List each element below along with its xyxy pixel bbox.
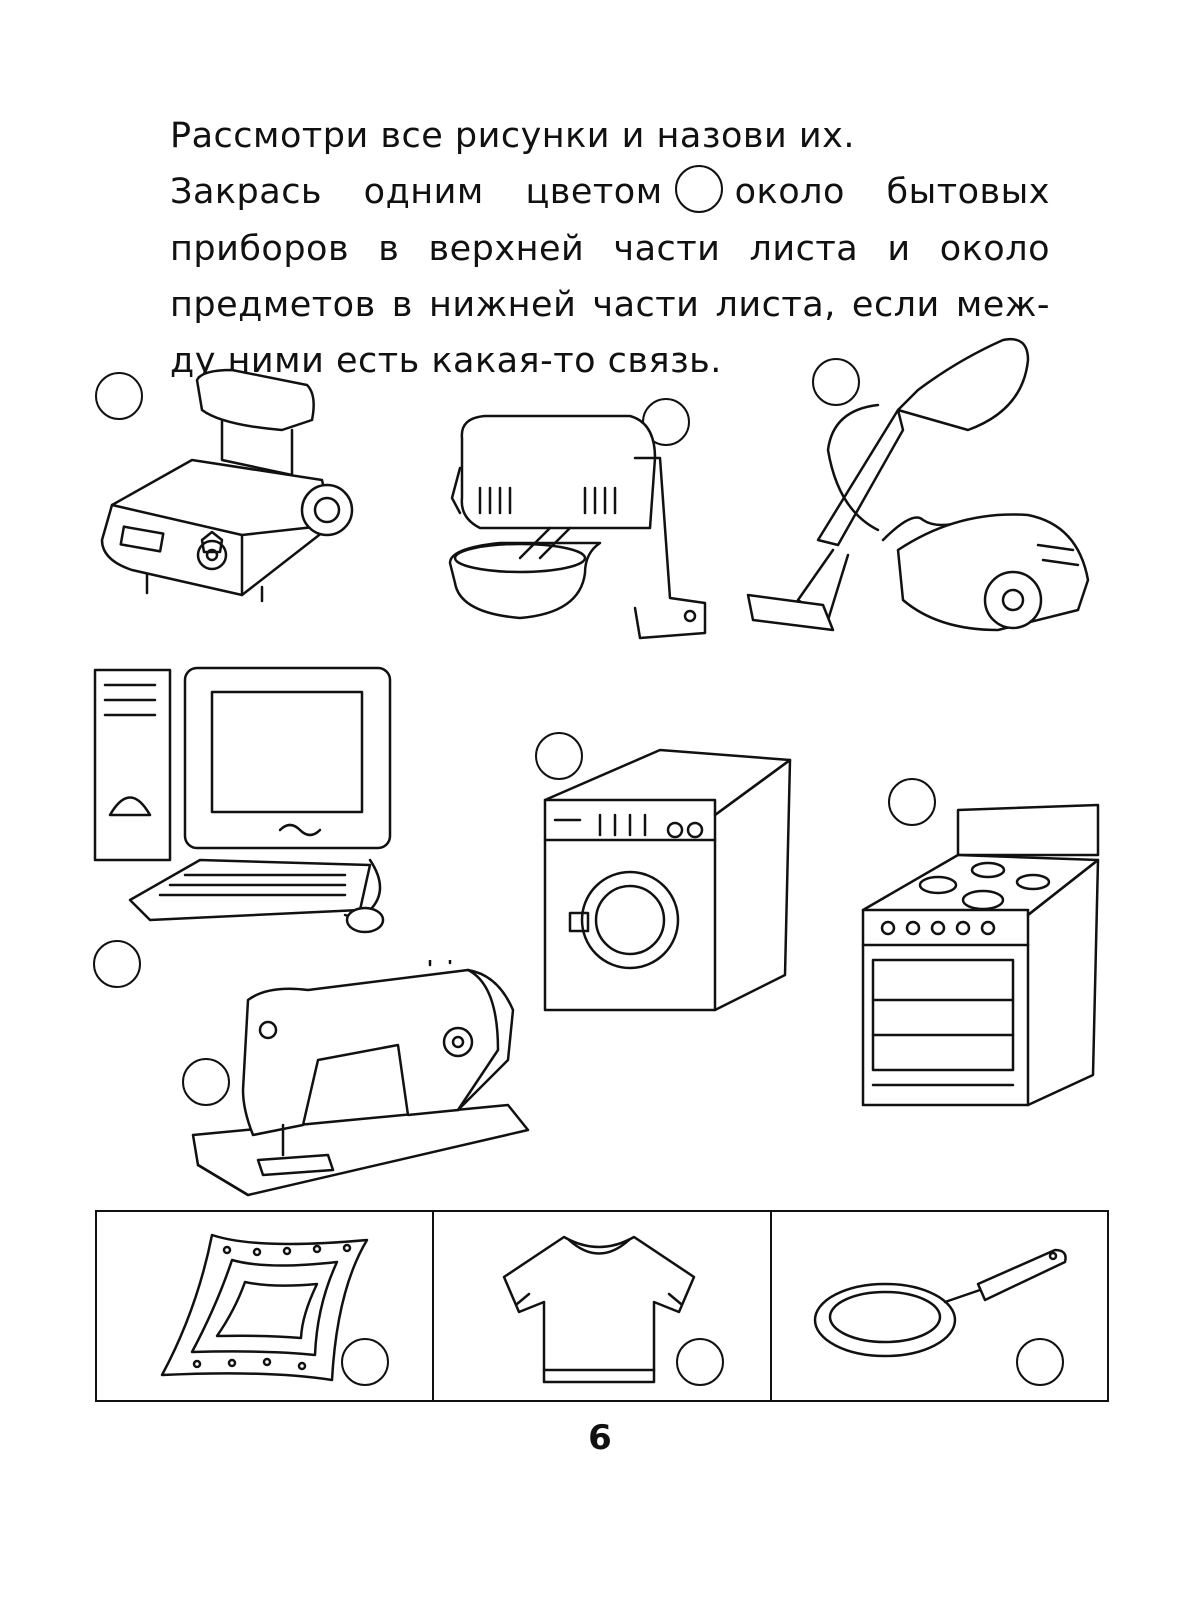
panel-cell-frying-pan <box>772 1212 1107 1400</box>
napkin-icon <box>157 1230 372 1385</box>
instruction-line-3: приборов в верхней части листа и около <box>170 229 1050 269</box>
instruction-line-4: предметов в нижней части листа, если меж… <box>170 285 1050 325</box>
circle-sewing-machine[interactable] <box>93 940 141 988</box>
instruction-line-1: Рассмотри все рисунки и назови их. <box>170 116 855 156</box>
example-circle <box>674 165 723 213</box>
circle-frying-pan[interactable] <box>1015 1338 1064 1386</box>
instruction-line-5: ду ними есть какая-то связь. <box>170 341 722 381</box>
vacuum-cleaner-icon <box>738 330 1100 645</box>
stand-mixer-icon <box>440 408 712 643</box>
panel-cell-napkin <box>97 1212 435 1400</box>
circle-vacuum-cleaner[interactable] <box>812 358 860 406</box>
circle-t-shirt[interactable] <box>676 1338 725 1386</box>
computer-icon <box>90 660 400 940</box>
t-shirt-icon <box>499 1232 699 1387</box>
meat-grinder-icon <box>92 365 367 610</box>
circle-washing-machine[interactable] <box>535 732 583 780</box>
objects-panel <box>95 1210 1109 1402</box>
panel-cell-t-shirt <box>434 1212 772 1400</box>
circle-napkin[interactable] <box>341 1338 389 1386</box>
circle-stove[interactable] <box>888 778 936 826</box>
circle-stand-mixer[interactable] <box>642 398 690 446</box>
circle-sewing-machine-extra[interactable] <box>182 1058 230 1106</box>
stove-icon <box>858 800 1106 1108</box>
circle-meat-grinder[interactable] <box>95 372 143 420</box>
sewing-machine-icon <box>188 960 533 1205</box>
instruction-line-2-start: Закрась одним цветом <box>170 172 663 212</box>
instruction-line-2: Закрась одним цветом около бытовых <box>170 164 1050 221</box>
instruction-line-2-end: около бытовых <box>734 172 1051 212</box>
washing-machine-icon <box>540 745 795 1015</box>
instructions: Рассмотри все рисунки и назови их. Закра… <box>170 108 1050 389</box>
page-number: 6 <box>588 1418 612 1458</box>
frying-pan-icon <box>810 1242 1070 1362</box>
